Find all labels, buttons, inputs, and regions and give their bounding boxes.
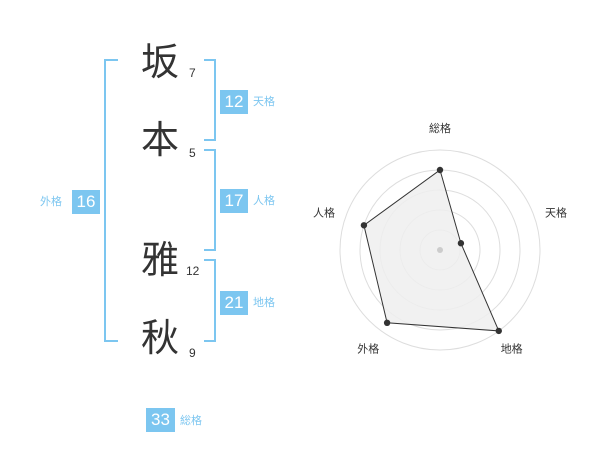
stroke-count-2: 5 xyxy=(189,146,196,160)
tenkaku-badge: 12 xyxy=(220,90,248,114)
radar-point-4 xyxy=(383,319,391,327)
gaikaku-bracket xyxy=(104,59,118,342)
jinkaku-label: 人格 xyxy=(253,194,275,207)
jinkaku-badge: 17 xyxy=(220,189,248,213)
radar-axis-label-2: 天格 xyxy=(545,205,567,219)
gaikaku-badge: 16 xyxy=(72,190,100,214)
tenkaku-bracket xyxy=(204,59,216,141)
radar-point-5 xyxy=(360,222,368,229)
radar-axis-label-1: 総格 xyxy=(429,121,451,135)
name-char-1: 坂 xyxy=(140,40,179,84)
radar-center-dot xyxy=(437,247,443,253)
radar-axis-label-4: 外格 xyxy=(357,342,379,356)
radar-point-2 xyxy=(457,240,465,247)
soukaku-badge: 33 xyxy=(146,408,175,432)
radar-axis-label-5: 人格 xyxy=(313,205,335,219)
jinkaku-bracket xyxy=(204,149,216,251)
tenkaku-label: 天格 xyxy=(253,95,275,108)
gaikaku-label: 外格 xyxy=(40,195,62,208)
name-char-3: 雅 xyxy=(140,238,179,282)
chikaku-bracket xyxy=(204,259,216,342)
radar-series-polygon xyxy=(363,169,500,332)
soukaku-label: 総格 xyxy=(180,414,202,427)
radar-grid-ring xyxy=(339,149,541,351)
stroke-count-1: 7 xyxy=(189,66,196,80)
radar-point-1 xyxy=(436,166,444,174)
radar-point-3 xyxy=(495,327,502,335)
name-char-4: 秋 xyxy=(140,316,179,360)
name-char-2: 本 xyxy=(140,118,179,162)
stroke-count-4: 9 xyxy=(189,346,196,360)
radar-axis-label-3: 地格 xyxy=(501,342,523,356)
stroke-count-3: 12 xyxy=(186,264,200,278)
chikaku-label: 地格 xyxy=(253,296,275,309)
chikaku-badge: 21 xyxy=(220,291,248,315)
